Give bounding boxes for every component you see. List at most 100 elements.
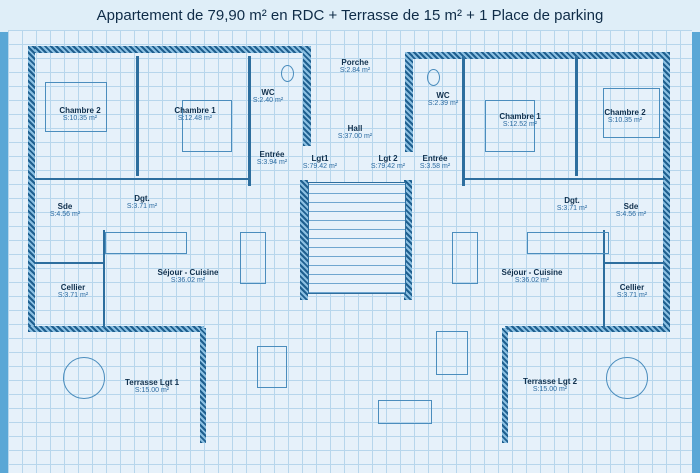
room-area: S:37.00 m² xyxy=(337,133,373,140)
room-dgt-right: Dgt.S:3.71 m² xyxy=(557,196,587,212)
toilet xyxy=(427,69,440,86)
room-name: Chambre 1 xyxy=(174,106,216,115)
room-area: S:2.84 m² xyxy=(339,67,371,74)
wall-right xyxy=(663,52,670,331)
room-area: S:79.42 m² xyxy=(302,163,338,170)
wall-top-left xyxy=(28,46,311,53)
room-area: S:10.35 m² xyxy=(62,115,98,122)
wall-interior xyxy=(603,230,605,328)
bed xyxy=(182,100,232,152)
wall-terrace-left xyxy=(200,328,206,443)
plan-title: Appartement de 79,90 m² en RDC + Terrass… xyxy=(0,0,700,32)
room-area: S:3.71 m² xyxy=(556,205,588,212)
wall-interior xyxy=(462,56,465,186)
wall-bottom-right xyxy=(505,326,670,332)
bed xyxy=(45,82,107,132)
room-area: S:3.71 m² xyxy=(126,203,158,210)
wall-terrace-right xyxy=(502,328,508,443)
wall-left xyxy=(28,46,35,331)
room-area: S:2.40 m² xyxy=(252,97,284,104)
wall-interior xyxy=(136,56,139,176)
wall-wc-right xyxy=(405,52,413,152)
sofa xyxy=(436,331,468,375)
room-area: S:36.02 m² xyxy=(514,277,550,284)
room-name: Entrée xyxy=(422,154,448,163)
room-name: Cellier xyxy=(619,283,645,292)
room-area: S:3.58 m² xyxy=(419,163,451,170)
room-name: Sde xyxy=(57,202,73,211)
sofa xyxy=(378,400,432,424)
room-area: S:2.39 m² xyxy=(427,100,459,107)
round-table xyxy=(63,357,105,399)
kitchen-counter xyxy=(105,232,187,254)
bed xyxy=(485,100,535,152)
wall-interior xyxy=(35,178,250,180)
wall-interior xyxy=(462,178,664,180)
room-name: Entrée xyxy=(259,150,285,159)
wall-stair-left xyxy=(300,180,308,300)
bed xyxy=(603,88,660,138)
room-name: Porche xyxy=(341,58,369,67)
room-area: S:4.56 m² xyxy=(49,211,81,218)
room-name: Chambre 1 xyxy=(499,112,541,121)
room-name: Dgt. xyxy=(134,194,150,203)
room-name: Dgt. xyxy=(564,196,580,205)
wall-interior xyxy=(103,230,105,328)
room-name: Lgt 2 xyxy=(378,154,398,163)
room-name: Cellier xyxy=(60,283,86,292)
wall-stair-right xyxy=(404,180,412,300)
room-name: WC xyxy=(261,88,275,97)
room-name: WC xyxy=(436,91,450,100)
room-dgt-left: Dgt.S:3.71 m² xyxy=(127,194,157,210)
room-area: S:3.71 m² xyxy=(616,292,648,299)
wall-interior xyxy=(575,56,578,176)
dining-table xyxy=(240,232,266,284)
wall-bottom-left xyxy=(28,326,204,332)
room-name: Séjour - Cuisine xyxy=(157,268,219,277)
wall-interior xyxy=(605,262,665,264)
staircase xyxy=(308,182,406,294)
room-area: S:3.94 m² xyxy=(256,159,288,166)
room-area: S:15.00 m² xyxy=(532,386,568,393)
room-area: S:15.00 m² xyxy=(134,387,170,394)
toilet xyxy=(281,65,294,82)
room-name: Chambre 2 xyxy=(59,106,101,115)
dining-table xyxy=(452,232,478,284)
sofa xyxy=(257,346,287,388)
room-name: Sde xyxy=(623,202,639,211)
room-area: S:4.56 m² xyxy=(615,211,647,218)
room-area: S:3.71 m² xyxy=(57,292,89,299)
wall-interior xyxy=(248,56,251,186)
room-area: S:12.52 m² xyxy=(502,121,538,128)
room-name: Lgt1 xyxy=(311,154,329,163)
room-area: S:36.02 m² xyxy=(170,277,206,284)
round-table xyxy=(606,357,648,399)
room-area: S:79.42 m² xyxy=(370,163,406,170)
wall-interior xyxy=(35,262,105,264)
room-name: Terrasse Lgt 2 xyxy=(522,377,578,386)
room-area: S:12.48 m² xyxy=(177,115,213,122)
wall-top-right xyxy=(408,52,670,59)
room-name: Séjour - Cuisine xyxy=(501,268,563,277)
room-name: Hall xyxy=(347,124,363,133)
room-area: S:10.35 m² xyxy=(607,117,643,124)
